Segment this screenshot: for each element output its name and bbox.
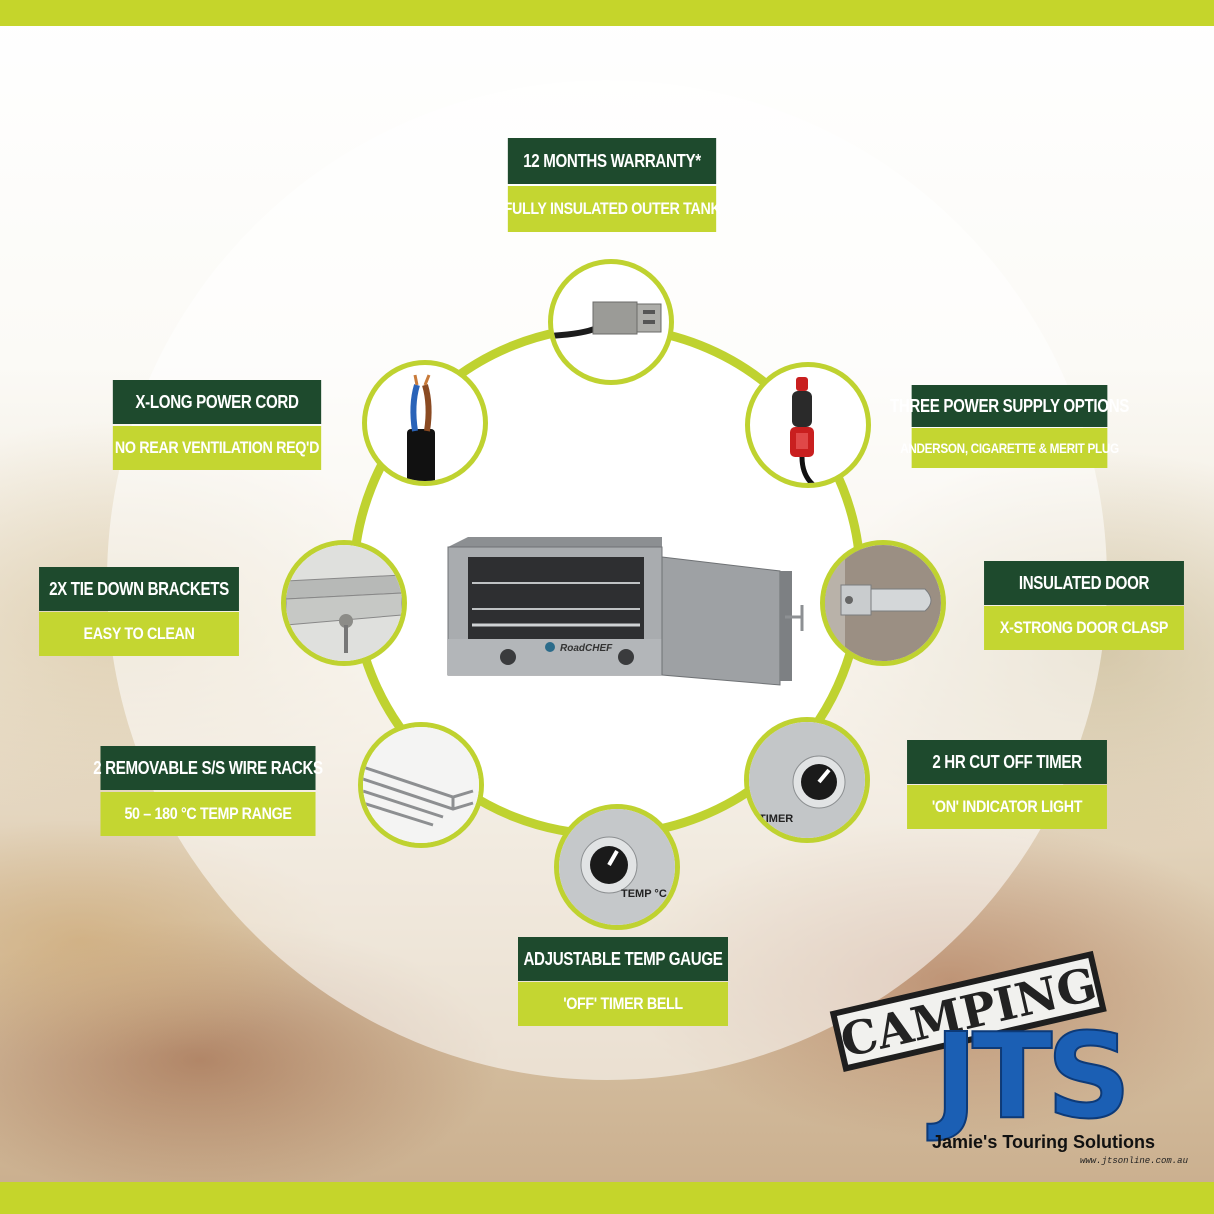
feature-primary-top: 12 MONTHS WARRANTY* <box>507 138 717 184</box>
feature-primary-bottom: ADJUSTABLE TEMP GAUGE <box>518 937 728 981</box>
timer-dial-label: TIMER <box>759 813 793 825</box>
node-door-clasp <box>820 540 946 666</box>
feature-primary-lower-right: 2 HR CUT OFF TIMER <box>907 740 1107 784</box>
tie-down-bracket-icon <box>286 545 402 661</box>
feature-secondary-lower-right: 'ON' INDICATOR LIGHT <box>907 785 1107 829</box>
feature-primary-mid-left: 2X TIE DOWN BRACKETS <box>39 567 239 611</box>
oven-icon: RoadCHEF <box>447 537 804 686</box>
feature-secondary-mid-right: X-STRONG DOOR CLASP <box>984 606 1184 650</box>
power-cord-icon <box>407 374 435 481</box>
feature-secondary-upper-left: NO REAR VENTILATION REQ'D <box>112 426 322 470</box>
bottom-accent-bar <box>0 1182 1214 1214</box>
logo-tagline: Jamie's Touring Solutions <box>932 1132 1155 1152</box>
door-clasp-icon <box>825 545 941 661</box>
timer-dial-icon: TIMER <box>749 722 865 838</box>
anderson-plug-icon <box>553 301 662 339</box>
jts-logo: CAMPING JTS Jamie's Touring Solutions ww… <box>829 950 1189 1166</box>
temp-dial-icon: TEMP °C <box>559 809 675 925</box>
logo-jts-text: JTS <box>927 1007 1125 1145</box>
feature-primary-upper-left: X-LONG POWER CORD <box>112 380 322 424</box>
feature-secondary-upper-right: ANDERSON, CIGARETTE & MERIT PLUG <box>900 428 1119 468</box>
node-timer-dial: TIMER <box>744 717 870 843</box>
wire-rack-icon <box>363 727 479 843</box>
node-power-cord <box>362 360 488 486</box>
node-anderson-plug <box>548 259 674 385</box>
node-tie-down-bracket <box>281 540 407 666</box>
node-wire-rack <box>358 722 484 848</box>
logo-url: www.jtsonline.com.au <box>1080 1156 1189 1166</box>
feature-primary-upper-right: THREE POWER SUPPLY OPTIONS <box>890 385 1129 427</box>
oven-brand-text: RoadCHEF <box>560 643 613 654</box>
feature-secondary-mid-left: EASY TO CLEAN <box>39 612 239 656</box>
feature-primary-lower-left: 2 REMOVABLE S/S WIRE RACKS <box>93 746 323 790</box>
top-accent-bar <box>0 0 1214 26</box>
feature-secondary-bottom: 'OFF' TIMER BELL <box>518 982 728 1026</box>
feature-secondary-top: FULLY INSULATED OUTER TANK <box>504 186 721 232</box>
temp-dial-label: TEMP °C <box>621 888 667 900</box>
node-temp-dial: TEMP °C <box>554 804 680 930</box>
node-cigarette-plug <box>745 362 871 488</box>
cigarette-plug-icon <box>790 377 816 483</box>
feature-primary-mid-right: INSULATED DOOR <box>984 561 1184 605</box>
feature-secondary-lower-left: 50 – 180 °C TEMP RANGE <box>100 792 316 836</box>
